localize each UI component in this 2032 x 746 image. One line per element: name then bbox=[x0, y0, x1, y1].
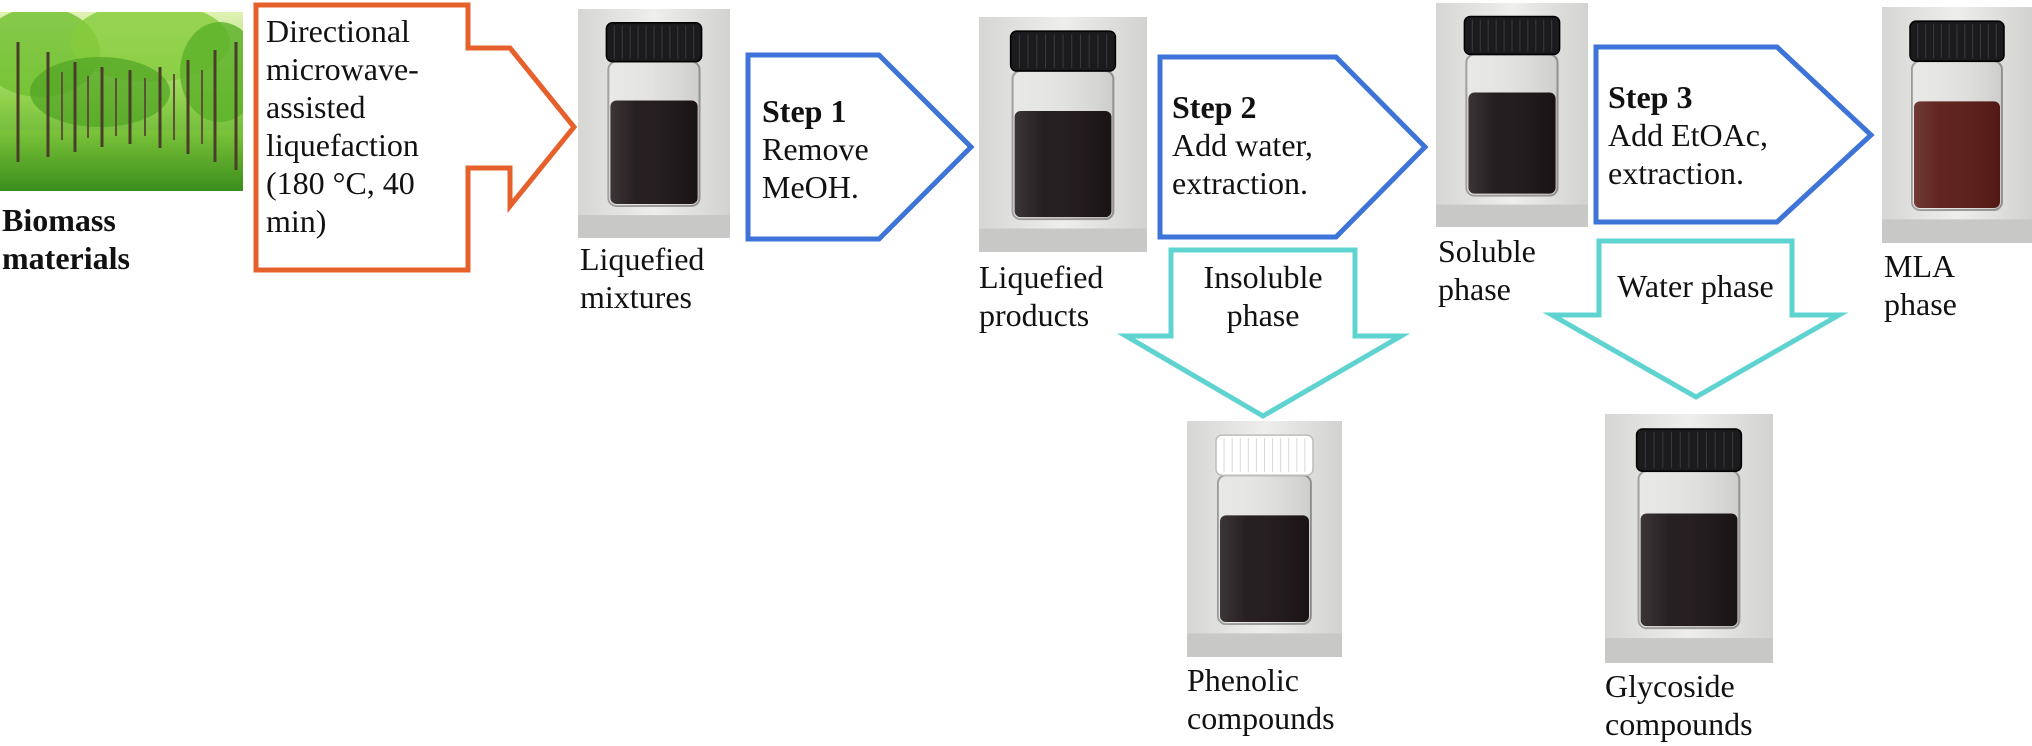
vial-liquefied-mixtures bbox=[578, 9, 730, 238]
step2-text: Step 2 Add water, extraction. bbox=[1172, 89, 1313, 201]
liquefied-products-label: Liquefied products bbox=[979, 259, 1104, 333]
mla-phase-label: MLA phase bbox=[1884, 248, 1957, 322]
vial-liquefied-products bbox=[979, 17, 1147, 252]
step1-title: Step 1 bbox=[762, 93, 847, 129]
step3-text: Step 3 Add EtOAc, extraction. bbox=[1608, 79, 1768, 191]
vial-phenolic-compounds bbox=[1187, 421, 1342, 657]
step2-arrow bbox=[1157, 54, 1429, 240]
phenolic-compounds-label: Phenolic compounds bbox=[1187, 662, 1335, 736]
step2-title: Step 2 bbox=[1172, 89, 1257, 125]
insoluble-text: Insoluble phase bbox=[1203, 259, 1323, 333]
liquefaction-text: Directional microwave- assisted liquefac… bbox=[266, 13, 419, 239]
step3-title: Step 3 bbox=[1608, 79, 1693, 115]
vial-soluble-phase bbox=[1436, 3, 1588, 227]
step1-text: Step 1 Remove MeOH. bbox=[762, 93, 869, 205]
water-arrow bbox=[1542, 238, 1849, 400]
insoluble-arrow bbox=[1116, 247, 1411, 419]
vial-glycoside-compounds bbox=[1605, 414, 1773, 663]
step1-arrow bbox=[745, 52, 975, 242]
glycoside-compounds-label: Glycoside compounds bbox=[1605, 668, 1753, 742]
liquefaction-arrow bbox=[253, 2, 578, 273]
liquefied-mixtures-label: Liquefied mixtures bbox=[580, 241, 705, 315]
soluble-phase-label: Soluble phase bbox=[1438, 233, 1536, 307]
vial-mla-phase bbox=[1882, 7, 2032, 243]
water-text: Water phase bbox=[1617, 268, 1774, 304]
forest-photo bbox=[0, 12, 243, 191]
step3-arrow bbox=[1593, 44, 1875, 225]
biomass-label: Biomass materials bbox=[2, 202, 130, 276]
